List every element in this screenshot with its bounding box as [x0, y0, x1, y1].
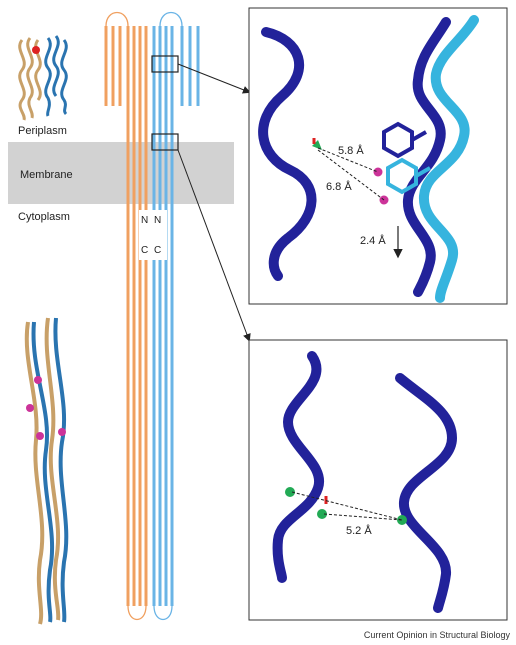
shift-label: 2.4 Å: [360, 234, 386, 247]
n-terminus-left: N: [141, 215, 148, 226]
cytoplasm-label: Cytoplasm: [18, 211, 70, 223]
membrane-region: [8, 142, 234, 204]
orange-helix-bundle: [104, 11, 148, 621]
distance-label-top-a: 5.8 Å: [338, 144, 364, 157]
zoom-arrow-top: [177, 63, 251, 94]
zoom-arrow-bottom: [177, 149, 251, 342]
blue-helix-bundle: [152, 11, 200, 621]
membrane-label: Membrane: [20, 169, 73, 181]
inset-panel-top: [248, 7, 508, 305]
distance-label-bottom: 5.2 Å: [346, 524, 372, 537]
n-terminus-right: N: [154, 215, 161, 226]
periplasm-label: Periplasm: [18, 125, 67, 137]
cytoplasmic-structure: [24, 317, 69, 625]
c-terminus-left: C: [141, 245, 148, 256]
figure-credit: Current Opinion in Structural Biology: [363, 630, 510, 640]
periplasmic-structure: [18, 35, 68, 121]
inset-panel-bottom: [248, 339, 508, 621]
zoom-box-bottom: [151, 133, 179, 151]
c-terminus-right: C: [154, 245, 161, 256]
distance-label-top-b: 6.8 Å: [326, 180, 352, 193]
